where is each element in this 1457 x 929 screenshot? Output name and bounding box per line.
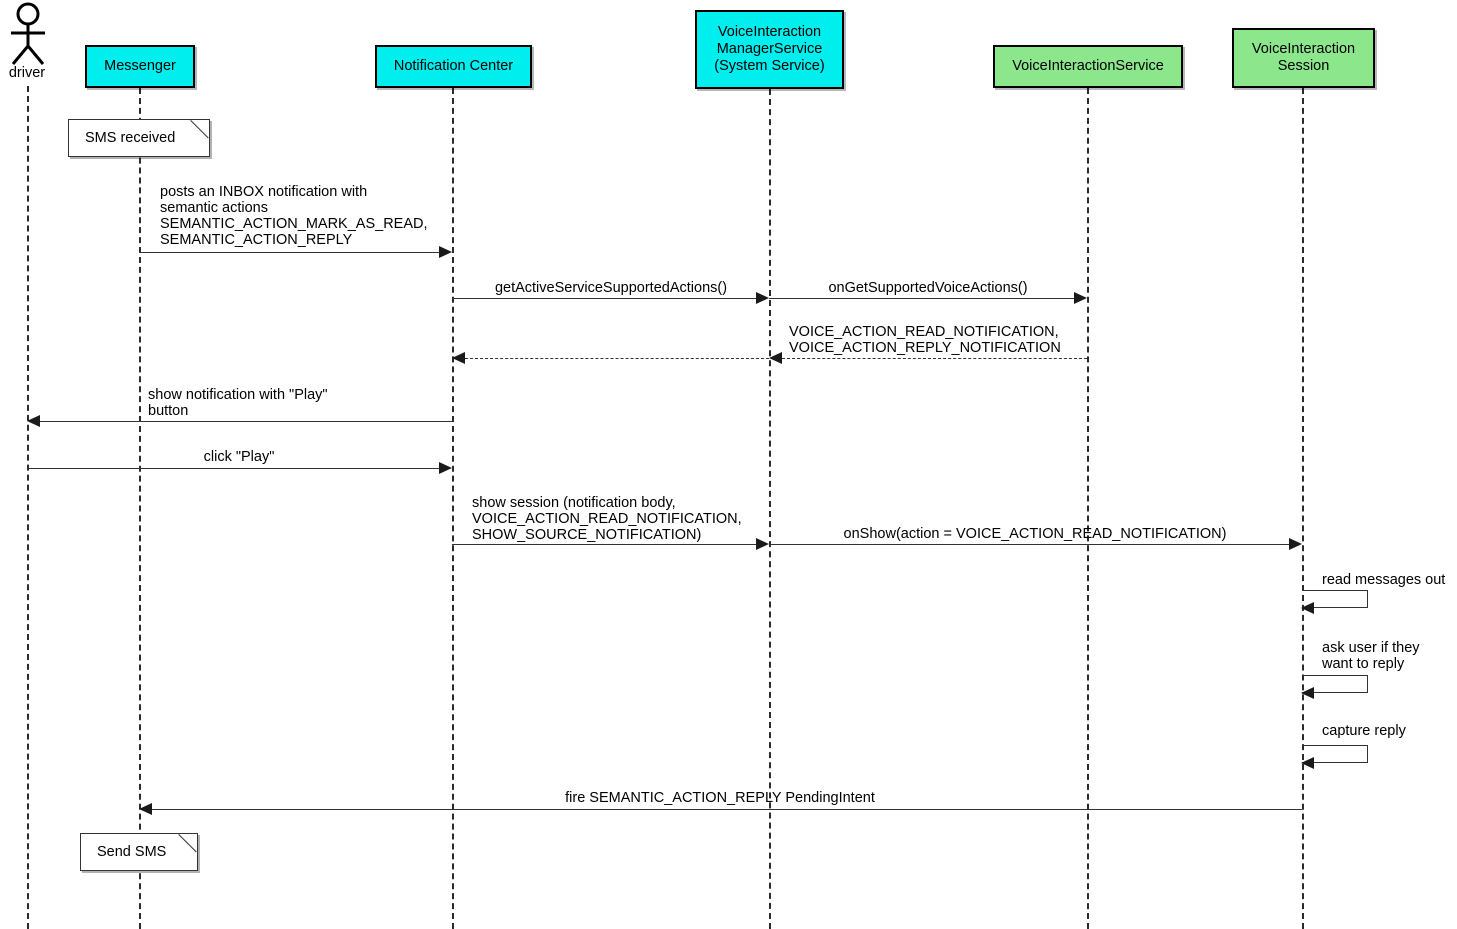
message-label-get-active-service-supported-actions: getActiveServiceSupportedActions() — [494, 280, 728, 296]
message-line-return-voice-actions-to-vims — [782, 358, 1087, 359]
message-label-post-inbox-notification: posts an INBOX notification with semanti… — [160, 184, 428, 248]
message-line-on-show — [769, 544, 1289, 545]
selfcall-arrowhead-read-messages-out — [1301, 602, 1314, 614]
note-sms-received: SMS received — [68, 119, 210, 157]
message-arrowhead-return-voice-actions-to-notification-center — [452, 352, 465, 364]
message-line-on-get-supported-voice-actions — [769, 298, 1074, 299]
message-arrowhead-on-get-supported-voice-actions — [1074, 292, 1087, 304]
message-label-return-voice-actions-to-vims: VOICE_ACTION_READ_NOTIFICATION, VOICE_AC… — [789, 324, 1061, 356]
message-line-show-session — [452, 544, 757, 545]
selfcall-arrowhead-ask-user-if-they-want-to-reply — [1301, 687, 1314, 699]
message-line-show-notification-with-play-button — [40, 421, 452, 422]
lifeline-voice-interaction-session — [1302, 88, 1304, 929]
message-label-show-notification-with-play-button: show notification with "Play" button — [148, 387, 328, 419]
actor-driver[interactable] — [0, 2, 56, 66]
message-label-show-session: show session (notification body, VOICE_A… — [472, 495, 742, 543]
participant-voice-interaction-manager-service-label: VoiceInteraction ManagerService (System … — [714, 24, 825, 74]
selfcall-box-ask-user-if-they-want-to-reply — [1302, 675, 1368, 693]
selfcall-label-read-messages-out: read messages out — [1322, 572, 1446, 588]
selfcall-box-capture-reply — [1302, 745, 1368, 763]
message-arrowhead-fire-semantic-action-reply-pending-intent — [139, 803, 152, 815]
message-arrowhead-get-active-service-supported-actions — [756, 292, 769, 304]
message-label-click-play: click "Play" — [203, 449, 275, 465]
message-label-fire-semantic-action-reply-pending-intent: fire SEMANTIC_ACTION_REPLY PendingIntent — [565, 790, 875, 806]
participant-voice-interaction-session-label: VoiceInteraction Session — [1251, 41, 1356, 74]
participant-voice-interaction-session[interactable]: VoiceInteraction Session — [1232, 28, 1375, 88]
lifeline-notification-center — [452, 88, 454, 929]
participant-notification-center[interactable]: Notification Center — [375, 45, 532, 88]
note-fold-icon — [191, 120, 209, 138]
participant-messenger-label: Messenger — [104, 58, 176, 74]
participant-voice-interaction-service-label: VoiceInteractionService — [1012, 58, 1164, 74]
message-arrowhead-on-show — [1289, 538, 1302, 550]
note-sms-received-text: SMS received — [85, 130, 176, 146]
stick-figure-icon — [11, 2, 45, 65]
message-line-get-active-service-supported-actions — [452, 298, 757, 299]
participant-messenger[interactable]: Messenger — [85, 45, 195, 88]
note-send-sms-text: Send SMS — [97, 844, 167, 860]
lifeline-messenger — [139, 88, 141, 929]
note-send-sms: Send SMS — [80, 833, 198, 871]
lifeline-voice-interaction-manager-service — [769, 89, 771, 929]
participant-voice-interaction-service[interactable]: VoiceInteractionService — [993, 45, 1183, 88]
message-line-fire-semantic-action-reply-pending-intent — [152, 809, 1302, 810]
selfcall-box-read-messages-out — [1302, 590, 1368, 608]
selfcall-label-ask-user-if-they-want-to-reply: ask user if they want to reply — [1322, 640, 1420, 672]
message-arrowhead-click-play — [439, 462, 452, 474]
message-line-click-play — [27, 468, 439, 469]
selfcall-label-capture-reply: capture reply — [1322, 723, 1406, 739]
message-arrowhead-post-inbox-notification — [439, 246, 452, 258]
message-line-post-inbox-notification — [139, 252, 447, 253]
message-arrowhead-return-voice-actions-to-vims — [769, 352, 782, 364]
selfcall-arrowhead-capture-reply — [1301, 757, 1314, 769]
actor-driver-label: driver — [8, 65, 46, 81]
participant-voice-interaction-manager-service[interactable]: VoiceInteraction ManagerService (System … — [695, 10, 844, 89]
message-arrowhead-show-notification-with-play-button — [27, 415, 40, 427]
message-arrowhead-show-session — [756, 538, 769, 550]
note-fold-icon — [179, 834, 197, 852]
message-line-return-voice-actions-to-notification-center — [465, 358, 769, 359]
message-label-on-show: onShow(action = VOICE_ACTION_READ_NOTIFI… — [843, 526, 1227, 542]
lifeline-driver — [27, 86, 29, 929]
message-label-on-get-supported-voice-actions: onGetSupportedVoiceActions() — [828, 280, 1028, 296]
lifeline-voice-interaction-service — [1087, 88, 1089, 929]
participant-notification-center-label: Notification Center — [393, 58, 514, 74]
